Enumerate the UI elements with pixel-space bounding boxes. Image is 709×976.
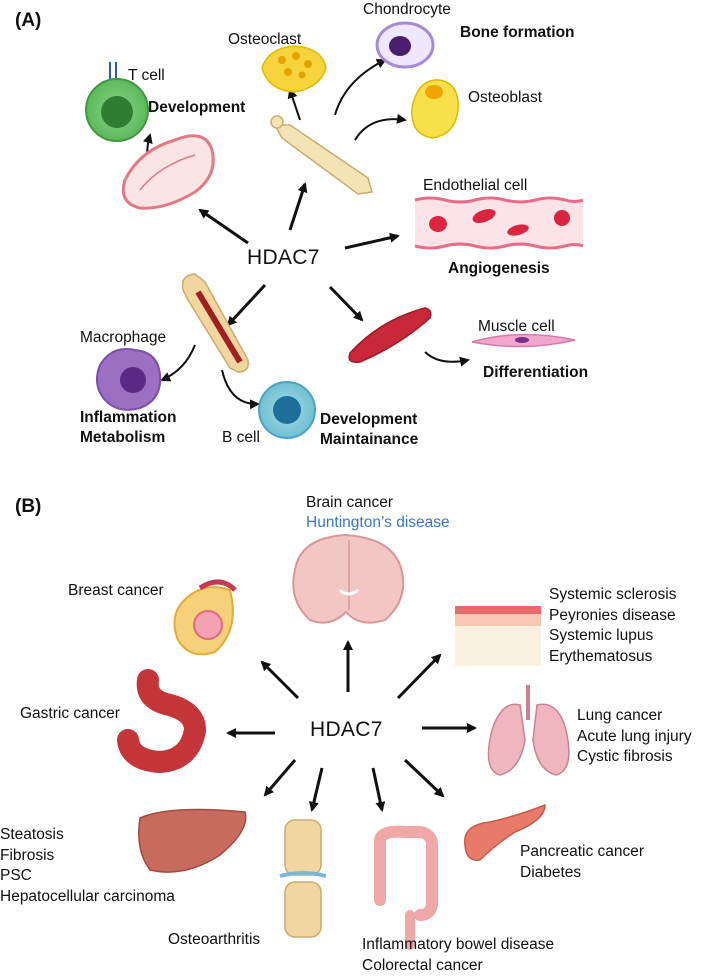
breast-cancer-label: Breast cancer <box>68 581 164 600</box>
panel-b-hub-label: HDAC7 <box>310 718 383 742</box>
bowel-disease-list: Inflammatory bowel disease Colorectal ca… <box>362 935 554 976</box>
arrow-marrow-bcell <box>222 370 258 404</box>
chondrocyte-label: Chondrocyte <box>363 0 451 19</box>
stomach-icon <box>128 680 195 762</box>
b-development-label: Development <box>320 410 417 429</box>
liver-disease-item: Steatosis <box>0 825 175 846</box>
blood-vessel-icon <box>415 198 583 248</box>
t-cell-label: T cell <box>128 66 165 85</box>
metabolism-label: Metabolism <box>80 428 165 447</box>
liver-disease-list: Steatosis Fibrosis PSC Hepatocellular ca… <box>0 825 175 907</box>
liver-disease-item: Fibrosis <box>0 846 175 867</box>
development-label: Development <box>148 98 245 117</box>
lung-disease-item: Acute lung injury <box>577 727 692 748</box>
inflammation-label: Inflammation <box>80 408 176 427</box>
osteoarthritis-label: Osteoarthritis <box>168 930 260 949</box>
arrow-bone-osteoblast <box>355 119 405 140</box>
osteoclast-icon <box>262 46 326 92</box>
lung-disease-list: Lung cancer Acute lung injury Cystic fib… <box>577 706 692 768</box>
bowel-disease-item: Inflammatory bowel disease <box>362 935 554 956</box>
arrow-to-marrow <box>228 285 265 325</box>
joint-icon <box>280 820 326 937</box>
arrow-to-vessel <box>345 236 398 248</box>
lung-disease-item: Lung cancer <box>577 706 692 727</box>
pancreas-disease-list: Pancreatic cancer Diabetes <box>520 842 644 883</box>
chondrocyte-icon <box>377 23 433 67</box>
skin-icon <box>455 606 541 666</box>
lung-disease-item: Cystic fibrosis <box>577 747 692 768</box>
huntingtons-disease-label: Huntington’s disease <box>306 513 450 532</box>
osteoblast-label: Osteoblast <box>468 88 542 107</box>
bone-marrow-icon <box>183 274 249 372</box>
liver-disease-item: Hepatocellular carcinoma <box>0 887 175 908</box>
skin-disease-list: Systemic sclerosis Peyronies disease Sys… <box>549 585 676 667</box>
arrow-to-thymus <box>200 210 248 243</box>
bone-icon <box>271 116 372 194</box>
panel-a-hub-label: HDAC7 <box>247 246 320 270</box>
muscle-cell-icon <box>472 334 575 346</box>
lungs-icon <box>488 685 568 775</box>
b-cell-label: B cell <box>222 428 260 447</box>
arrow-bone-osteoclast <box>290 90 300 120</box>
skin-disease-item: Systemic sclerosis <box>549 585 676 606</box>
skin-disease-item: Systemic lupus <box>549 626 676 647</box>
liver-disease-item: PSC <box>0 866 175 887</box>
bone-formation-label: Bone formation <box>460 23 575 42</box>
arrow-bone-chondrocyte <box>335 60 385 115</box>
bowel-disease-item: Colorectal cancer <box>362 956 554 976</box>
b-maintainance-label: Maintainance <box>320 430 418 449</box>
pancreas-disease-item: Pancreatic cancer <box>520 842 644 863</box>
thymus-icon <box>123 136 213 208</box>
arrow-muscle-cell <box>425 352 468 362</box>
muscle-icon <box>349 308 431 362</box>
brain-icon <box>293 535 403 623</box>
angiogenesis-label: Angiogenesis <box>448 259 550 278</box>
skin-disease-item: Peyronies disease <box>549 606 676 627</box>
osteoclast-label: Osteoclast <box>228 30 301 49</box>
panel-a-label: (A) <box>15 10 41 32</box>
arrow-marrow-macrophage <box>162 345 195 380</box>
breast-icon <box>174 582 235 654</box>
arrow-to-bone <box>290 184 305 230</box>
endothelial-cell-label: Endothelial cell <box>423 176 527 195</box>
skin-disease-item: Erythematosus <box>549 647 676 668</box>
arrow-to-muscle <box>330 287 362 320</box>
gastric-cancer-label: Gastric cancer <box>20 704 120 723</box>
panel-b-label: (B) <box>15 496 41 518</box>
differentiation-label: Differentiation <box>483 363 588 382</box>
b-cell-icon <box>259 382 315 438</box>
osteoblast-icon <box>412 80 458 138</box>
muscle-cell-label: Muscle cell <box>478 317 555 336</box>
pancreas-disease-item: Diabetes <box>520 863 644 884</box>
macrophage-label: Macrophage <box>80 328 166 347</box>
colon-icon <box>380 832 432 945</box>
brain-cancer-label: Brain cancer <box>306 493 393 512</box>
macrophage-icon <box>97 349 160 410</box>
